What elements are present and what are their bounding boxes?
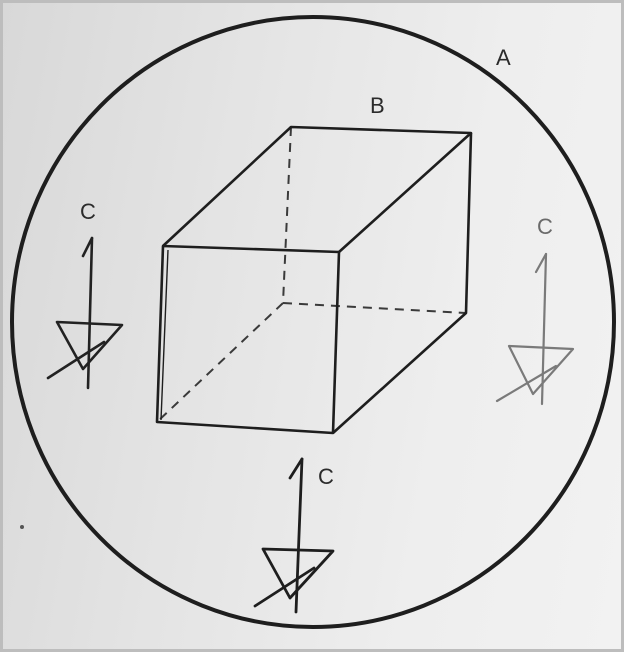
box-front-left-inner <box>160 249 169 421</box>
vane-right-flag <box>507 344 575 396</box>
vane-right-diagonal <box>495 364 558 403</box>
vane-left-diagonal <box>46 340 106 380</box>
vane-bottom-diagonal <box>253 566 316 608</box>
vane-bottom-flag <box>261 547 335 600</box>
label-circle-a: A <box>496 45 511 70</box>
vane-bottom-mast <box>294 457 304 614</box>
box-hidden-edges <box>156 126 467 423</box>
label-vane-right-c: C <box>537 214 553 239</box>
box-front-face <box>155 244 341 435</box>
hidden-edge-depth-bottom <box>156 302 284 423</box>
vane-bottom <box>253 457 335 614</box>
hidden-edge-back-vertical <box>282 126 292 304</box>
vane-left-flag <box>55 320 124 371</box>
vane-left <box>46 236 124 390</box>
box-visible-edges <box>155 125 473 435</box>
scan-speck <box>20 525 24 529</box>
vane-right-arrow-tip <box>534 252 548 274</box>
vane-left-mast <box>86 236 94 390</box>
vane-right-mast <box>540 252 548 406</box>
label-vane-bottom-c: C <box>318 464 334 489</box>
vane-bottom-arrow-tip <box>288 457 304 480</box>
vane-right <box>495 252 575 406</box>
outer-circle <box>10 15 616 629</box>
hidden-edge-back-bottom <box>282 302 467 314</box>
label-box-b: B <box>370 93 385 118</box>
box-right-face <box>332 132 473 434</box>
box-top-face <box>162 125 473 253</box>
vane-left-arrow-tip <box>81 236 94 258</box>
label-vane-left-c: C <box>80 199 96 224</box>
